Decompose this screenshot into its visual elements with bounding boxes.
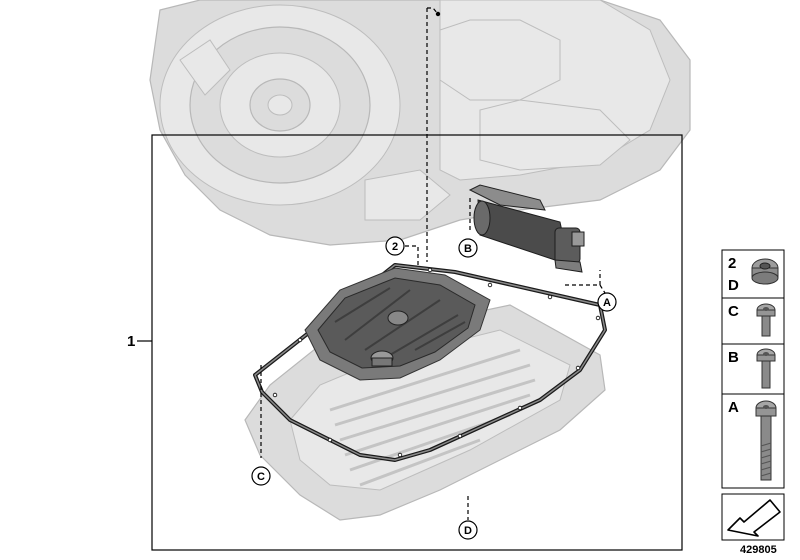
group-frame [151, 134, 683, 551]
side-label-c: C [728, 303, 739, 320]
screw-c-icon [756, 303, 776, 337]
direction-arrow-icon [727, 499, 781, 537]
drain-plug-icon [751, 258, 779, 285]
side-label-2: 2 [728, 255, 736, 272]
callout-c-label: C [257, 471, 265, 483]
screw-b-icon [756, 348, 776, 389]
oil-filter [304, 267, 491, 381]
side-parts-panel: 2 D C B A [721, 249, 785, 541]
main-group-label: 1 [127, 333, 135, 350]
side-label-d: D [728, 277, 739, 294]
callout-b: B [458, 238, 478, 258]
bolt-a-icon [755, 400, 777, 481]
callout-d: D [458, 520, 478, 540]
side-label-a: A [728, 399, 739, 416]
callout-2-label: 2 [392, 241, 398, 253]
callout-b-label: B [464, 243, 472, 255]
leader-lines [260, 7, 606, 520]
transmission-housing [149, 0, 691, 246]
part-number: 429805 [740, 544, 777, 556]
callout-2: 2 [385, 236, 405, 256]
callout-d-label: D [464, 525, 472, 537]
callout-a: A [597, 292, 617, 312]
leader-dot [435, 11, 441, 17]
callout-c: C [251, 466, 271, 486]
sensor-solenoid [468, 184, 585, 273]
callout-a-label: A [603, 297, 611, 309]
side-label-b: B [728, 349, 739, 366]
